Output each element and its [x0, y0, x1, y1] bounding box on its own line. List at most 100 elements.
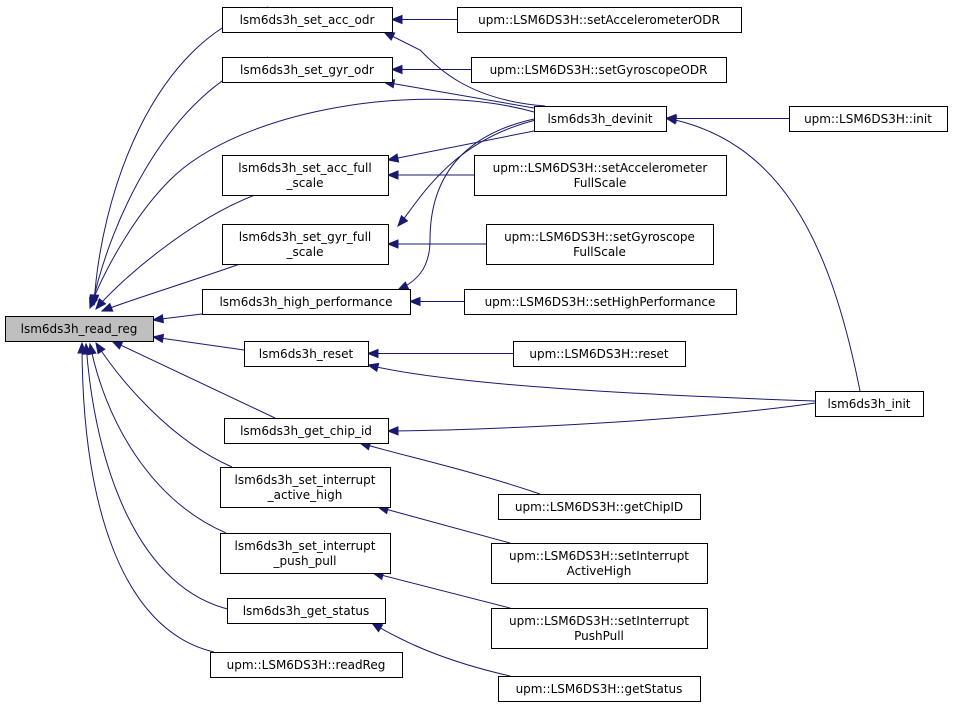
node-label: lsm6ds3h_get_status	[243, 604, 370, 618]
node-label: _push_pull	[273, 554, 337, 568]
node-high_perf[interactable]: lsm6ds3h_high_performance	[202, 289, 411, 315]
edge-line	[152, 336, 245, 351]
node-label: upm::LSM6DS3H::setGyroscope	[504, 230, 695, 244]
edge-init-to-reset	[366, 362, 816, 402]
node-label: lsm6ds3h_set_acc_full	[238, 161, 371, 175]
node-box	[486, 224, 714, 265]
node-label: lsm6ds3h_devinit	[547, 112, 652, 126]
node-box	[244, 341, 369, 367]
arrow-head-icon	[386, 170, 399, 180]
edge-init-to-devinit	[664, 115, 861, 392]
edge-line	[89, 343, 227, 534]
arrow-head-icon	[151, 333, 165, 344]
node-label: _scale	[286, 176, 324, 190]
arrow-head-icon	[110, 340, 124, 350]
node-box	[471, 57, 727, 83]
node-upm_init[interactable]: upm::LSM6DS3H::init	[789, 106, 948, 132]
edge-devinit-to-set_acc_full	[386, 130, 535, 163]
node-box	[457, 7, 742, 33]
node-box	[227, 598, 386, 624]
node-label: upm::LSM6DS3H::readReg	[227, 658, 386, 672]
node-box	[491, 543, 708, 584]
edge-line	[383, 31, 546, 107]
node-set_gyr_odr[interactable]: lsm6ds3h_set_gyr_odr	[222, 57, 393, 83]
node-upm_setAccODR[interactable]: upm::LSM6DS3H::setAccelerometerODR	[457, 7, 742, 33]
node-label: lsm6ds3h_set_acc_odr	[240, 13, 375, 27]
edge-line	[95, 342, 233, 468]
edge-devinit-to-set_gyr_odr	[382, 79, 535, 109]
edge-upm_setIntPP-to-set_int_push	[371, 571, 511, 609]
arrow-head-icon	[397, 214, 409, 228]
edge-line	[397, 118, 541, 227]
node-get_chip_id[interactable]: lsm6ds3h_get_chip_id	[224, 418, 389, 444]
edge-set_int_active-to-read_reg	[95, 341, 233, 468]
edge-upm_setGyrFS-to-set_gyr_full	[386, 239, 486, 249]
node-label: upm::LSM6DS3H::init	[804, 112, 932, 126]
node-label: upm::LSM6DS3H::setGyroscopeODR	[490, 63, 708, 77]
edge-devinit-to-read_reg	[89, 98, 535, 310]
arrow-head-icon	[408, 296, 421, 307]
node-upm_getStatus[interactable]: upm::LSM6DS3H::getStatus	[498, 676, 701, 702]
edge-line	[111, 340, 276, 419]
node-label: lsm6ds3h_get_chip_id	[240, 424, 372, 438]
arrow-head-icon	[95, 297, 107, 311]
node-box	[474, 155, 727, 196]
node-box	[464, 289, 737, 315]
arrow-head-icon	[89, 296, 98, 310]
edge-devinit-to-high_perf	[396, 115, 551, 291]
edge-line	[383, 81, 535, 109]
edge-line	[387, 402, 816, 432]
node-upm_reset[interactable]: upm::LSM6DS3H::reset	[513, 341, 686, 367]
edge-high_perf-to-read_reg	[151, 313, 203, 324]
arrow-head-icon	[664, 115, 678, 125]
edge-line	[81, 342, 215, 653]
node-upm_setHP[interactable]: upm::LSM6DS3H::setHighPerformance	[464, 289, 737, 315]
edge-upm_init-to-devinit	[664, 113, 789, 124]
node-box	[224, 418, 389, 444]
node-set_acc_odr[interactable]: lsm6ds3h_set_acc_odr	[222, 7, 393, 33]
edge-line	[372, 572, 511, 609]
edge-init-to-get_chip_id	[386, 402, 816, 436]
edge-devinit-to-set_gyr_full	[397, 118, 541, 228]
node-box	[534, 106, 667, 132]
node-label: lsm6ds3h_high_performance	[219, 295, 392, 309]
node-box	[5, 316, 154, 342]
node-label: upm::LSM6DS3H::setHighPerformance	[485, 295, 716, 309]
node-set_int_push[interactable]: lsm6ds3h_set_interrupt_push_pull	[220, 533, 391, 574]
node-upm_readReg[interactable]: upm::LSM6DS3H::readReg	[210, 652, 403, 678]
arrow-head-icon	[77, 341, 87, 354]
node-box	[222, 57, 393, 83]
edge-upm_setAccFS-to-set_acc_full	[386, 170, 474, 180]
node-box	[222, 224, 389, 265]
node-read_reg: lsm6ds3h_read_reg	[5, 316, 154, 342]
edge-line	[85, 343, 233, 611]
edge-reset-to-read_reg	[151, 333, 245, 351]
node-set_int_active[interactable]: lsm6ds3h_set_interrupt_active_high	[220, 467, 391, 508]
node-box	[491, 608, 708, 649]
node-label: upm::LSM6DS3H::setAccelerometerODR	[478, 13, 720, 27]
node-get_status[interactable]: lsm6ds3h_get_status	[227, 598, 386, 624]
edge-line	[89, 98, 535, 309]
node-set_gyr_full[interactable]: lsm6ds3h_set_gyr_full_scale	[222, 224, 389, 265]
edge-line	[367, 364, 816, 402]
node-set_acc_full[interactable]: lsm6ds3h_set_acc_full_scale	[222, 155, 389, 196]
node-devinit[interactable]: lsm6ds3h_devinit	[534, 106, 667, 132]
node-label: upm::LSM6DS3H::setAccelerometer	[493, 161, 708, 175]
node-label: upm::LSM6DS3H::getChipID	[515, 500, 683, 514]
node-label: PushPull	[574, 629, 624, 643]
node-label: upm::LSM6DS3H::setInterrupt	[509, 549, 689, 563]
node-init[interactable]: lsm6ds3h_init	[815, 391, 924, 417]
edge-upm_setHP-to-high_perf	[408, 296, 464, 307]
node-upm_getChipID[interactable]: upm::LSM6DS3H::getChipID	[498, 494, 701, 520]
node-box	[513, 341, 686, 367]
node-reset[interactable]: lsm6ds3h_reset	[244, 341, 369, 367]
node-box	[220, 467, 391, 508]
node-box	[220, 533, 391, 574]
node-upm_setGyrODR[interactable]: upm::LSM6DS3H::setGyroscopeODR	[471, 57, 727, 83]
edge-set_acc_full-to-read_reg	[95, 194, 256, 311]
